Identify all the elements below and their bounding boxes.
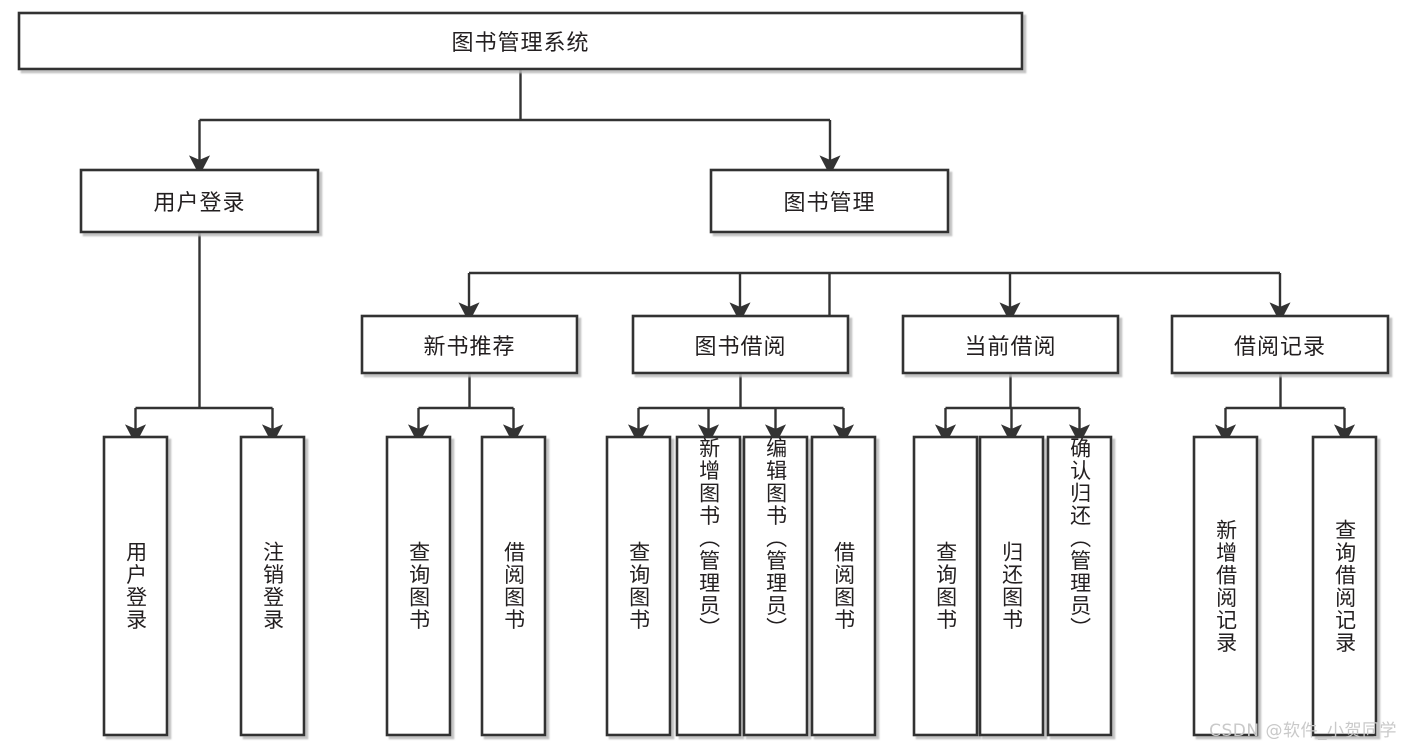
leaf-box[interactable] <box>1311 435 1378 737</box>
leaf-box[interactable] <box>675 435 742 737</box>
leaf-box[interactable] <box>102 435 169 737</box>
leaf-box[interactable] <box>742 435 809 737</box>
node-current-borrow-box[interactable] <box>901 314 1120 375</box>
node-user-login-box[interactable] <box>79 168 320 234</box>
leaf-box[interactable] <box>239 435 306 737</box>
leaf-box[interactable] <box>912 435 979 737</box>
edge-group <box>124 69 1356 445</box>
leaf-box[interactable] <box>480 435 547 737</box>
node-book-borrow-box[interactable] <box>631 314 850 375</box>
csdn-watermark: CSDN @软件_小贺同学 <box>1209 721 1397 741</box>
leaf-box[interactable] <box>605 435 672 737</box>
leaf-box[interactable] <box>1192 435 1259 737</box>
node-box-group <box>17 11 1390 737</box>
node-borrow-record-box[interactable] <box>1170 314 1390 375</box>
leaf-box[interactable] <box>978 435 1045 737</box>
node-new-book-rec-box[interactable] <box>360 314 579 375</box>
leaf-box[interactable] <box>810 435 877 737</box>
node-root-box[interactable] <box>17 11 1024 71</box>
node-book-manage-box[interactable] <box>709 168 950 234</box>
leaf-box[interactable] <box>385 435 452 737</box>
leaf-box[interactable] <box>1046 435 1113 737</box>
